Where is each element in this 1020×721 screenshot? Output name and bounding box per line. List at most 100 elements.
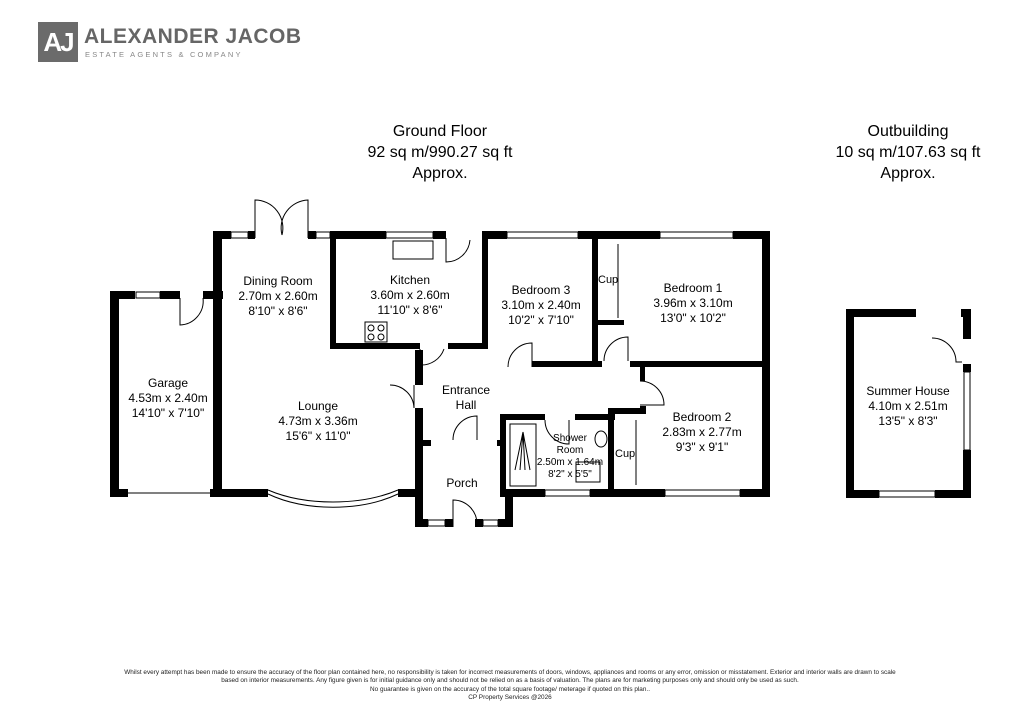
- bedroom3-name: Bedroom 3: [511, 283, 571, 297]
- garage-name: Garage: [147, 376, 189, 390]
- kitchen-hob: [364, 321, 388, 343]
- kitchen-window: [385, 231, 434, 239]
- garage-imperial: 14'10" x 7'10": [131, 406, 205, 420]
- cup2-top-wall: [610, 408, 642, 414]
- windows: [135, 231, 971, 527]
- bed3-window: [506, 231, 579, 239]
- cupboard-2-label: Cup: [615, 448, 636, 460]
- doors: [119, 199, 962, 527]
- toilet: [594, 430, 608, 448]
- bay-window-inner: [267, 489, 399, 503]
- logo-mark: AJ: [38, 22, 78, 62]
- bed2-window: [664, 489, 741, 497]
- ground-floor-heading: Ground Floor 92 sq m/990.27 sq ft Approx…: [340, 121, 540, 184]
- porch-left-wall: [415, 497, 423, 527]
- garage-door: [179, 297, 204, 326]
- kitchen-metric: 3.60m x 2.60m: [370, 288, 450, 302]
- dining-imperial: 8'10" x 8'6": [248, 304, 308, 318]
- room-entrance-hall: Entrance Hall: [442, 383, 490, 413]
- bed3-left-wall: [482, 231, 488, 349]
- kitchen-left-wall: [330, 231, 336, 349]
- shower-name: Shower: [553, 433, 587, 444]
- lounge-metric: 4.73m x 3.36m: [278, 414, 358, 428]
- summer-window-right: [963, 371, 971, 451]
- porch-top-wall-b: [497, 440, 505, 446]
- kitchen-top-wall-b: [433, 231, 446, 239]
- summer-top-wall-a: [846, 309, 916, 317]
- logo-tagline: ESTATE AGENTS & COMPANY: [85, 50, 243, 59]
- summer-left-wall: [846, 309, 854, 498]
- room-garage: Garage 4.53m x 2.40m 14'10" x 7'10": [128, 376, 207, 421]
- bedroom1-name: Bedroom 1: [663, 281, 723, 295]
- summer-bottom-a: [846, 490, 879, 498]
- porch-inner-door: [452, 415, 478, 441]
- hob-ring-1: [367, 324, 375, 332]
- interior-walls: [330, 231, 770, 497]
- kitchen-back-door: [445, 238, 471, 263]
- bed1-door: [603, 336, 629, 362]
- room-bedroom3: Bedroom 3 3.10m x 2.40m 10'2" x 7'10": [501, 283, 580, 328]
- room-dining: Dining Room 2.70m x 2.60m 8'10" x 8'6": [238, 274, 317, 319]
- garage-wall-top-left: [110, 291, 135, 299]
- room-porch: Porch: [446, 476, 477, 491]
- summer-name: Summer House: [866, 384, 950, 398]
- bedroom3-imperial: 10'2" x 7'10": [508, 313, 574, 327]
- garage-window: [135, 291, 161, 299]
- garage-metric: 4.53m x 2.40m: [128, 391, 208, 405]
- room-bedroom1: Bedroom 1 3.96m x 3.10m 13'0" x 10'2": [653, 281, 732, 326]
- summer-imperial: 13'5" x 8'3": [878, 414, 938, 428]
- porch-right-wall: [505, 497, 513, 527]
- shower-top-wall-right: [575, 414, 615, 420]
- shower-right-wall: [608, 408, 614, 497]
- disclaimer-line-2: based on interior measurements. Any figu…: [221, 677, 799, 685]
- dining-window-right: [315, 231, 331, 239]
- porch-window-left: [427, 519, 446, 527]
- porch-bottom-b: [445, 519, 453, 527]
- kitchen-sink: [392, 240, 434, 260]
- ground-floor-title: Ground Floor: [392, 123, 488, 140]
- room-summer-house: Summer House 4.10m x 2.51m 13'5" x 8'3": [866, 384, 949, 429]
- outbuilding-title: Outbuilding: [867, 123, 949, 140]
- shower-door: [544, 419, 570, 445]
- dining-name: Dining Room: [243, 274, 313, 288]
- dining-metric: 2.70m x 2.60m: [238, 289, 318, 303]
- dining-top-wall-a: [213, 231, 231, 239]
- bed2-door: [639, 380, 665, 406]
- bedroom2-name: Bedroom 2: [672, 410, 732, 424]
- bed2-left-wall-mid: [640, 406, 646, 414]
- porch-bottom-c: [475, 519, 483, 527]
- outbuilding-area: 10 sq m/107.63 sq ft: [835, 144, 981, 161]
- disclaimer-line-3: No guarantee is given on the accuracy of…: [370, 685, 650, 693]
- fittings: [267, 240, 637, 508]
- front-door: [452, 499, 478, 527]
- room-bedroom2: Bedroom 2 2.83m x 2.77m 9'3" x 9'1": [662, 410, 741, 455]
- ground-floor-approx: Approx.: [412, 165, 468, 182]
- dining-top-wall-b: [248, 231, 255, 239]
- lounge-right-wall-top: [415, 350, 423, 385]
- hob-ring-4: [377, 333, 385, 341]
- shower-tray: [509, 423, 537, 487]
- bedroom2-metric: 2.83m x 2.77m: [662, 425, 742, 439]
- dining-top-wall-c: [308, 231, 316, 239]
- ground-floor-area: 92 sq m/990.27 sq ft: [367, 144, 513, 161]
- lounge-name: Lounge: [297, 399, 339, 413]
- kitchen-imperial: 11'10" x 8'6": [377, 303, 443, 317]
- bed3-bottom-wall: [532, 361, 602, 367]
- lounge-bottom-wall-a: [213, 489, 268, 497]
- kitchen-name: Kitchen: [389, 273, 431, 287]
- room-shower: Shower Room 2.50m x 1.64m 8'2" x 5'5": [537, 433, 603, 481]
- bedroom1-imperial: 13'0" x 10'2": [660, 311, 726, 325]
- summer-right-c: [963, 450, 971, 498]
- shower-metric: 2.50m x 1.64m: [536, 457, 604, 468]
- kitchen-top-wall-a: [330, 231, 386, 239]
- lounge-door: [389, 384, 415, 409]
- lounge-left-wall: [213, 231, 222, 497]
- bed3-top-wall-a: [482, 231, 507, 239]
- garage-wall-top-mid: [160, 291, 180, 299]
- dining-window-left: [230, 231, 249, 239]
- hob-ring-3: [367, 333, 375, 341]
- shower-spray: [514, 431, 531, 471]
- bed2-bottom-wall-a: [590, 489, 665, 497]
- agency-logo: AJ ALEXANDER JACOB ESTATE AGENTS & COMPA…: [38, 22, 301, 66]
- summer-window-bottom: [878, 490, 936, 498]
